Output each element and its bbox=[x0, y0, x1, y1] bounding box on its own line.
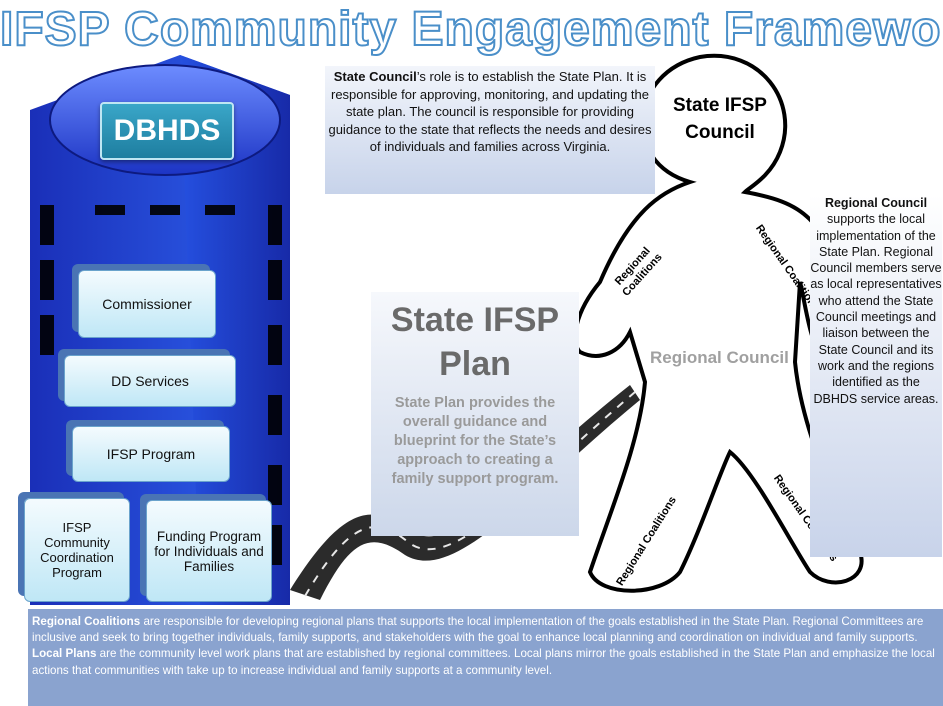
coordination-box: IFSP Community Coordination Program bbox=[24, 498, 130, 602]
state-council-description: State Council’s role is to establish the… bbox=[325, 66, 655, 194]
local-plans-bold: Local Plans bbox=[32, 647, 97, 661]
state-plan-description: State Plan provides the overall guidance… bbox=[391, 395, 559, 487]
road-graphic bbox=[290, 385, 640, 600]
coalitions-bold: Regional Coalitions bbox=[32, 615, 141, 628]
coalitions-text: are responsible for developing regional … bbox=[32, 615, 924, 645]
local-plans-text: are the community level work plans that … bbox=[32, 647, 935, 677]
regional-council-description: Regional Council supports the local impl… bbox=[810, 195, 942, 557]
dd-services-box: DD Services bbox=[64, 355, 236, 407]
state-plan-box: State IFSP Plan State Plan provides the … bbox=[371, 292, 579, 536]
state-council-figure bbox=[573, 53, 864, 593]
state-council-title: State IFSP Council bbox=[673, 95, 767, 143]
commissioner-box: Commissioner bbox=[78, 270, 216, 338]
coalitions-paragraph: Regional Coalitions are responsible for … bbox=[32, 614, 939, 646]
regional-council-desc-text: supports the local implementation of the… bbox=[810, 212, 942, 406]
state-plan-title: State IFSP Plan bbox=[390, 301, 560, 383]
dbhds-label: DBHDS bbox=[100, 102, 234, 160]
page-title: IFSP Community Engagement Framework bbox=[0, 2, 943, 57]
state-council-desc-bold: State Council bbox=[333, 69, 417, 84]
regional-council-label: Regional Council bbox=[650, 348, 789, 367]
ifsp-program-box: IFSP Program bbox=[72, 426, 230, 482]
local-plans-paragraph: Local Plans are the community level work… bbox=[32, 646, 939, 678]
regional-council-desc-bold: Regional Council bbox=[824, 196, 928, 210]
state-council-desc-text: ’s role is to establish the State Plan. … bbox=[328, 69, 652, 154]
funding-box: Funding Program for Individuals and Fami… bbox=[146, 500, 272, 602]
bottom-description-band: Regional Coalitions are responsible for … bbox=[28, 609, 943, 706]
